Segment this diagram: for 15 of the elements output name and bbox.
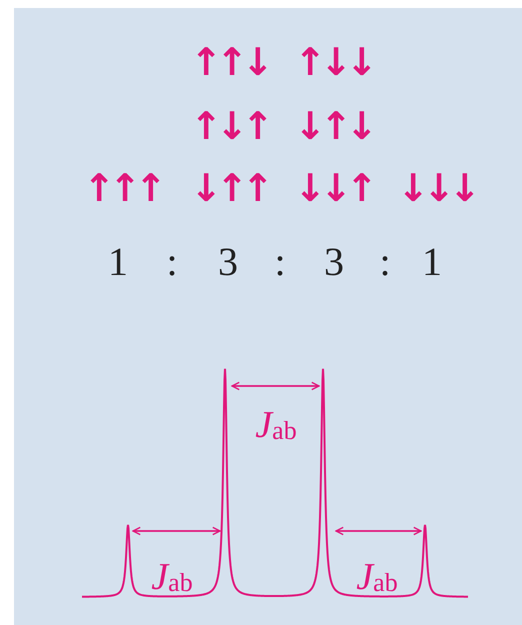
ratio-number: 3 <box>218 242 238 282</box>
ratio-colon: : <box>166 242 178 282</box>
ratio-colon: : <box>274 242 286 282</box>
ratio-number: 1 <box>108 242 128 282</box>
ratio-colon: : <box>379 242 391 282</box>
ratio-number: 1 <box>422 242 442 282</box>
spin-arrows: ↓↓↓ <box>397 169 475 207</box>
spin-arrows: ↑↓↓ <box>294 43 372 81</box>
spin-arrows: ↓↓↑ <box>294 169 372 207</box>
spin-arrows: ↑↑↑ <box>83 169 161 207</box>
ratio-number: 3 <box>324 242 344 282</box>
spin-arrows: ↑↑↓ <box>190 43 268 81</box>
spin-arrows: ↓↑↑ <box>190 169 268 207</box>
spin-arrows: ↑↓↑ <box>190 107 268 145</box>
spin-arrows: ↓↑↓ <box>294 107 372 145</box>
